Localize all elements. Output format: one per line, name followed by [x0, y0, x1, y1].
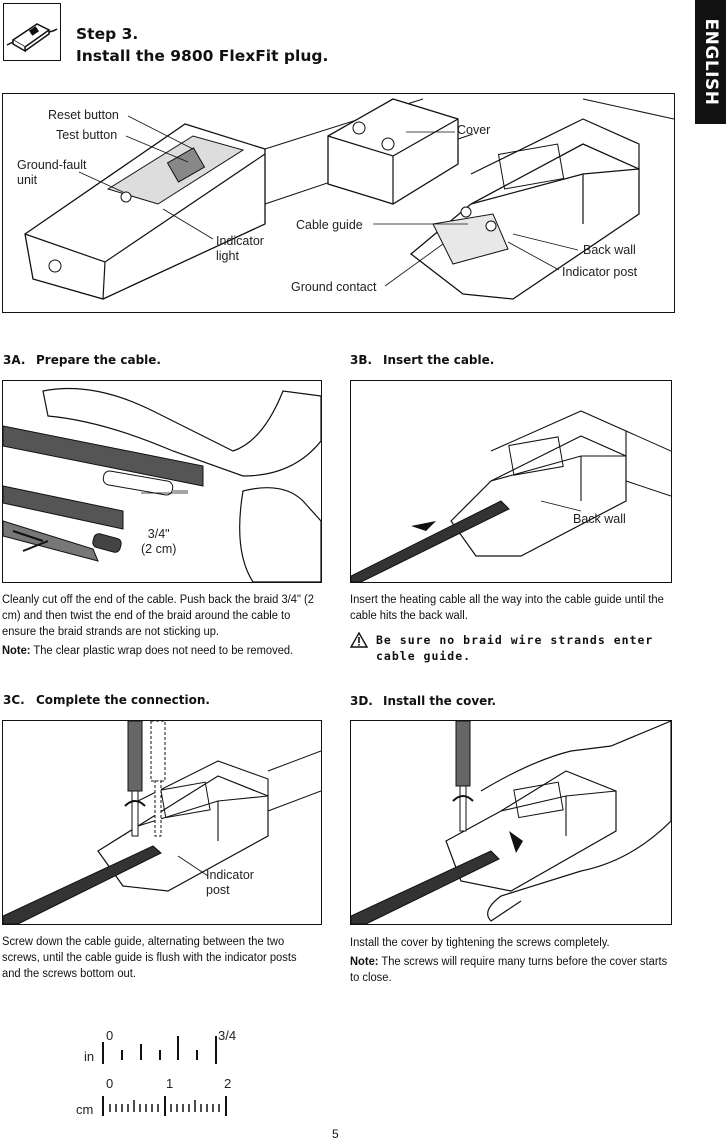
section-3d-number: 3D.	[350, 694, 373, 708]
measurement-ruler: in 0 3/4 cm 0 1 2	[70, 1022, 270, 1122]
reset-button-label: Reset button	[48, 108, 119, 122]
section-3d-text: Install the cover by tightening the scre…	[350, 935, 670, 986]
section-3a-number: 3A.	[3, 353, 26, 367]
ground-fault-unit-label: Ground-fault unit	[17, 158, 86, 188]
prepare-cable-drawing	[3, 387, 321, 582]
section-3a-note: Note: The clear plastic wrap does not ne…	[2, 643, 324, 659]
ground-contact-label: Ground contact	[291, 280, 377, 294]
indicator-post-label: Indicator post	[562, 265, 638, 279]
indicator-light-label: Indicator light	[216, 234, 264, 264]
indicator-post-figure-label-line-1: Indicator	[206, 868, 254, 882]
warning-icon	[349, 631, 369, 653]
section-3d-instructions: Install the cover by tightening the scre…	[350, 937, 610, 949]
ground-fault-unit-label-line-2: unit	[17, 173, 38, 187]
figure-3a: 3/4" (2 cm)	[2, 380, 322, 583]
cm-unit-label: cm	[76, 1102, 94, 1117]
overview-figure: Reset button Test button Ground-fault un…	[2, 93, 675, 313]
measurement-label-cm: (2 cm)	[141, 542, 177, 556]
section-3a-text: Cleanly cut off the end of the cable. Pu…	[2, 592, 324, 659]
ground-fault-unit-label-line-1: Ground-fault	[17, 158, 87, 172]
plug-overview-drawing	[24, 98, 674, 300]
inch-unit-label: in	[84, 1049, 95, 1064]
indicator-post-figure-label-line-2: post	[206, 883, 230, 897]
step-title: Step 3. Install the 9800 FlexFit plug.	[76, 23, 328, 67]
back-wall-label: Back wall	[583, 243, 636, 257]
test-button-label: Test button	[56, 128, 118, 142]
section-3b-title: Insert the cable.	[383, 353, 495, 367]
indicator-post-figure-label: Indicator post	[206, 868, 254, 898]
language-tab: ENGLISH	[695, 0, 726, 124]
insert-cable-drawing	[351, 410, 671, 582]
section-3c-title: Complete the connection.	[36, 693, 210, 707]
plug-icon	[3, 3, 61, 61]
ruler-ticks	[102, 1036, 227, 1116]
section-3c-text: Screw down the cable guide, alternating …	[2, 936, 297, 980]
install-cover-drawing	[351, 721, 671, 924]
section-3d-title: Install the cover.	[383, 694, 497, 708]
cm-2-label: 2	[224, 1076, 232, 1091]
measurement-label: 3/4" (2 cm)	[141, 527, 176, 557]
note-label: Note:	[350, 956, 379, 968]
section-3a-title: Prepare the cable.	[36, 353, 161, 367]
step-description: Install the 9800 FlexFit plug.	[76, 47, 329, 65]
note-label: Note:	[2, 645, 31, 657]
section-3c-number: 3C.	[3, 693, 25, 707]
note-text: The screws will require many turns befor…	[350, 956, 668, 984]
measurement-label-inches: 3/4"	[147, 527, 170, 541]
connection-drawing	[3, 721, 321, 924]
language-label: ENGLISH	[700, 18, 721, 106]
section-3d-heading: 3D. Install the cover.	[350, 694, 496, 708]
figure-3b: Back wall	[350, 380, 672, 583]
section-3d-note: Note: The screws will require many turns…	[350, 954, 670, 986]
section-3b-text: Insert the heating cable all the way int…	[350, 594, 664, 622]
section-3b-number: 3B.	[350, 353, 373, 367]
section-3c-heading: 3C. Complete the connection.	[3, 693, 210, 707]
note-text: The clear plastic wrap does not need to …	[30, 645, 294, 657]
inch-end-label: 3/4	[218, 1028, 237, 1043]
cm-1-label: 1	[166, 1076, 174, 1091]
indicator-light-label-line-2: light	[216, 249, 239, 263]
indicator-light-label-line-1: Indicator	[216, 234, 264, 248]
cable-guide-label: Cable guide	[296, 218, 363, 232]
inch-start-label: 0	[106, 1028, 114, 1043]
figure-3c: Indicator post	[2, 720, 322, 925]
page-number: 5	[332, 1127, 339, 1141]
step-number: Step 3.	[76, 25, 139, 43]
figure-3d	[350, 720, 672, 925]
cm-0-label: 0	[106, 1076, 114, 1091]
back-wall-figure-label: Back wall	[573, 512, 626, 526]
section-3a-instructions: Cleanly cut off the end of the cable. Pu…	[2, 594, 314, 638]
cover-label: Cover	[457, 123, 491, 137]
section-3b-heading: 3B. Insert the cable.	[350, 353, 494, 367]
warning-text: Be sure no braid wire strands enter cabl…	[376, 633, 654, 663]
section-3a-heading: 3A. Prepare the cable.	[3, 353, 161, 367]
